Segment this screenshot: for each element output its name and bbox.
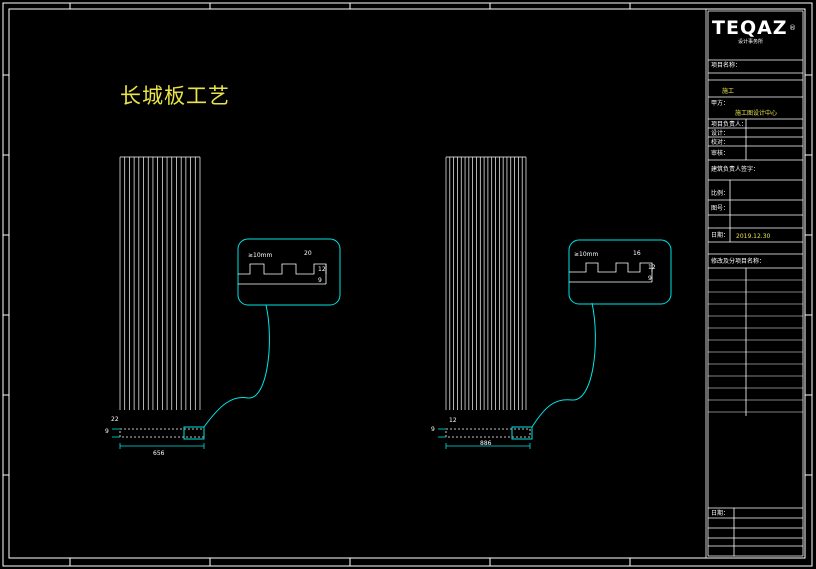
- firm-logo: TEQAZ: [712, 17, 788, 39]
- tb-client: 甲方：: [711, 100, 730, 107]
- panel-right-detail: [438, 239, 672, 449]
- panel-right-strips: [445, 156, 527, 410]
- panel-right-height-label-2: 9: [431, 426, 435, 433]
- tb-stage: 施工: [722, 88, 735, 95]
- panel-left-height-label-2: 9: [105, 428, 109, 435]
- tb-project-lead: 项目负责人：: [711, 121, 748, 128]
- tb-checker: 校对：: [711, 139, 730, 146]
- panel-right-top-label: 16: [633, 250, 641, 257]
- panel-right-leader-curve: [531, 302, 596, 428]
- panel-left-width-label: 656: [153, 450, 165, 457]
- panel-right-base-profile: [445, 428, 531, 438]
- panel-right-height-label-1: 12: [449, 417, 457, 424]
- panel-left-side-a-label: 12: [318, 266, 326, 273]
- tb-scale: 比例：: [711, 190, 730, 197]
- tb-design-center: 施工图设计中心: [735, 110, 778, 117]
- panel-left-section-profile: [238, 263, 327, 275]
- tb-date-label: 日期：: [711, 232, 730, 239]
- panel-left-height-label-1: 22: [111, 416, 119, 423]
- sheet-inner-border: [8, 8, 806, 559]
- panel-left-detail: [112, 238, 341, 449]
- title-block: [705, 9, 804, 558]
- tb-arch-lead-sign: 建筑负责人签字：: [711, 166, 760, 173]
- panel-left-leader-curve: [203, 304, 270, 428]
- panel-right-section-profile: [569, 262, 653, 273]
- tb-designer: 设计：: [711, 130, 730, 137]
- tb-drawing-number: 图号：: [711, 205, 730, 212]
- panel-right-width-label: 886: [480, 440, 492, 447]
- panel-right-side-a-label: 12: [648, 264, 656, 271]
- panel-left-base-profile: [119, 428, 205, 438]
- panel-left-callout-anchor: [183, 426, 205, 440]
- firm-logo-subtitle: 设计事务所: [738, 39, 764, 45]
- panel-left-strips: [119, 156, 201, 410]
- tb-revision-title: 修改及分项目名称：: [711, 258, 766, 265]
- tb-revision-date: 日期：: [711, 510, 730, 517]
- panel-left-side-b-label: 9: [318, 277, 322, 284]
- tb-date-value: 2019.12.30: [736, 233, 771, 240]
- drawing-title: 长城板工艺: [120, 84, 230, 108]
- panel-left-detail-bubble: [237, 238, 341, 306]
- registered-mark-icon: ®: [789, 24, 796, 32]
- panel-left-spacing-label: ≥10mm: [248, 252, 273, 259]
- panel-left-top-label: 20: [304, 250, 312, 257]
- panel-right-callout-anchor: [511, 426, 533, 440]
- panel-right-spacing-label: ≥10mm: [574, 251, 599, 258]
- tb-reviewer: 审核：: [711, 150, 730, 157]
- border-tick-marks: [3, 3, 812, 566]
- tb-project-name: 项目名称：: [711, 62, 742, 69]
- panel-right-side-b-label: 9: [648, 275, 652, 282]
